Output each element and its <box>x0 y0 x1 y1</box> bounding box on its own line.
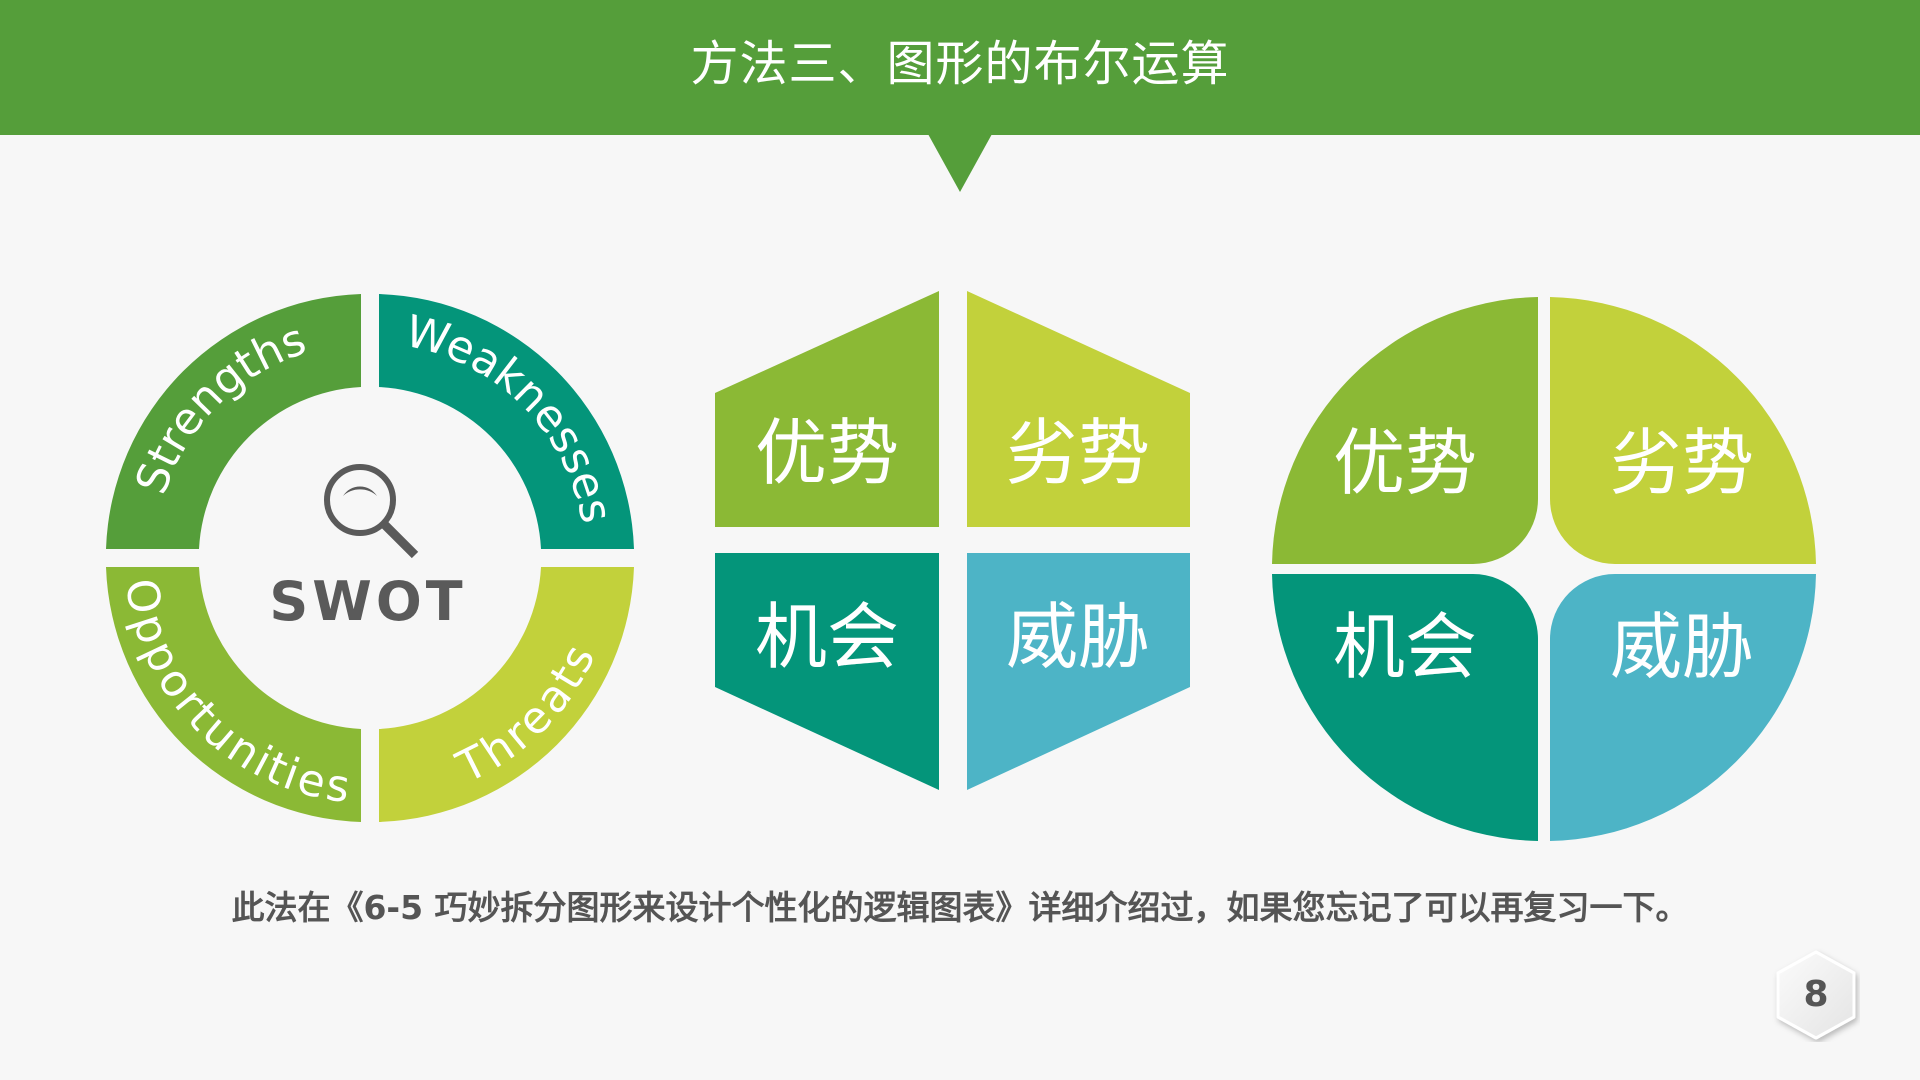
swot-segment-opportunities <box>106 567 361 822</box>
circle-cell-weaknesses <box>1550 297 1816 564</box>
circle-label-weaknesses: 劣势 <box>1610 421 1754 505</box>
header-bar <box>0 0 1920 135</box>
hex-cell-weaknesses <box>967 291 1190 527</box>
swot-segment-strengths <box>106 294 361 549</box>
hex-label-strengths: 优势 <box>755 411 899 495</box>
circle-label-opportunities: 机会 <box>1333 605 1477 689</box>
hexagon-badge-icon <box>1776 950 1856 1040</box>
circle-cell-threats <box>1550 574 1816 841</box>
swot-center-label: SWOT <box>269 570 466 633</box>
circle-label-strengths: 优势 <box>1333 421 1477 505</box>
circle-cell-strengths <box>1272 297 1538 564</box>
header-pointer <box>928 134 992 192</box>
hex-cell-opportunities <box>715 553 939 790</box>
hex-label-threats: 威胁 <box>1006 595 1150 679</box>
hex-cell-strengths <box>715 291 939 527</box>
hex-cell-threats <box>967 553 1190 790</box>
page-number: 8 <box>1803 974 1829 1015</box>
hex-label-opportunities: 机会 <box>755 595 899 679</box>
circle-label-threats: 威胁 <box>1610 605 1754 689</box>
magnifier-icon <box>324 464 419 559</box>
swot-segment-weaknesses <box>379 294 634 549</box>
circle-cell-opportunities <box>1272 574 1538 841</box>
page-number-badge: 8 <box>1772 948 1860 1042</box>
hex-label-weaknesses: 劣势 <box>1006 411 1150 495</box>
footer-note: 此法在《6-5 巧妙拆分图形来设计个性化的逻辑图表》详细介绍过，如果您忘记了可以… <box>231 888 1689 927</box>
swot-segment-threats <box>379 567 634 822</box>
page-title: 方法三、图形的布尔运算 <box>690 36 1230 92</box>
